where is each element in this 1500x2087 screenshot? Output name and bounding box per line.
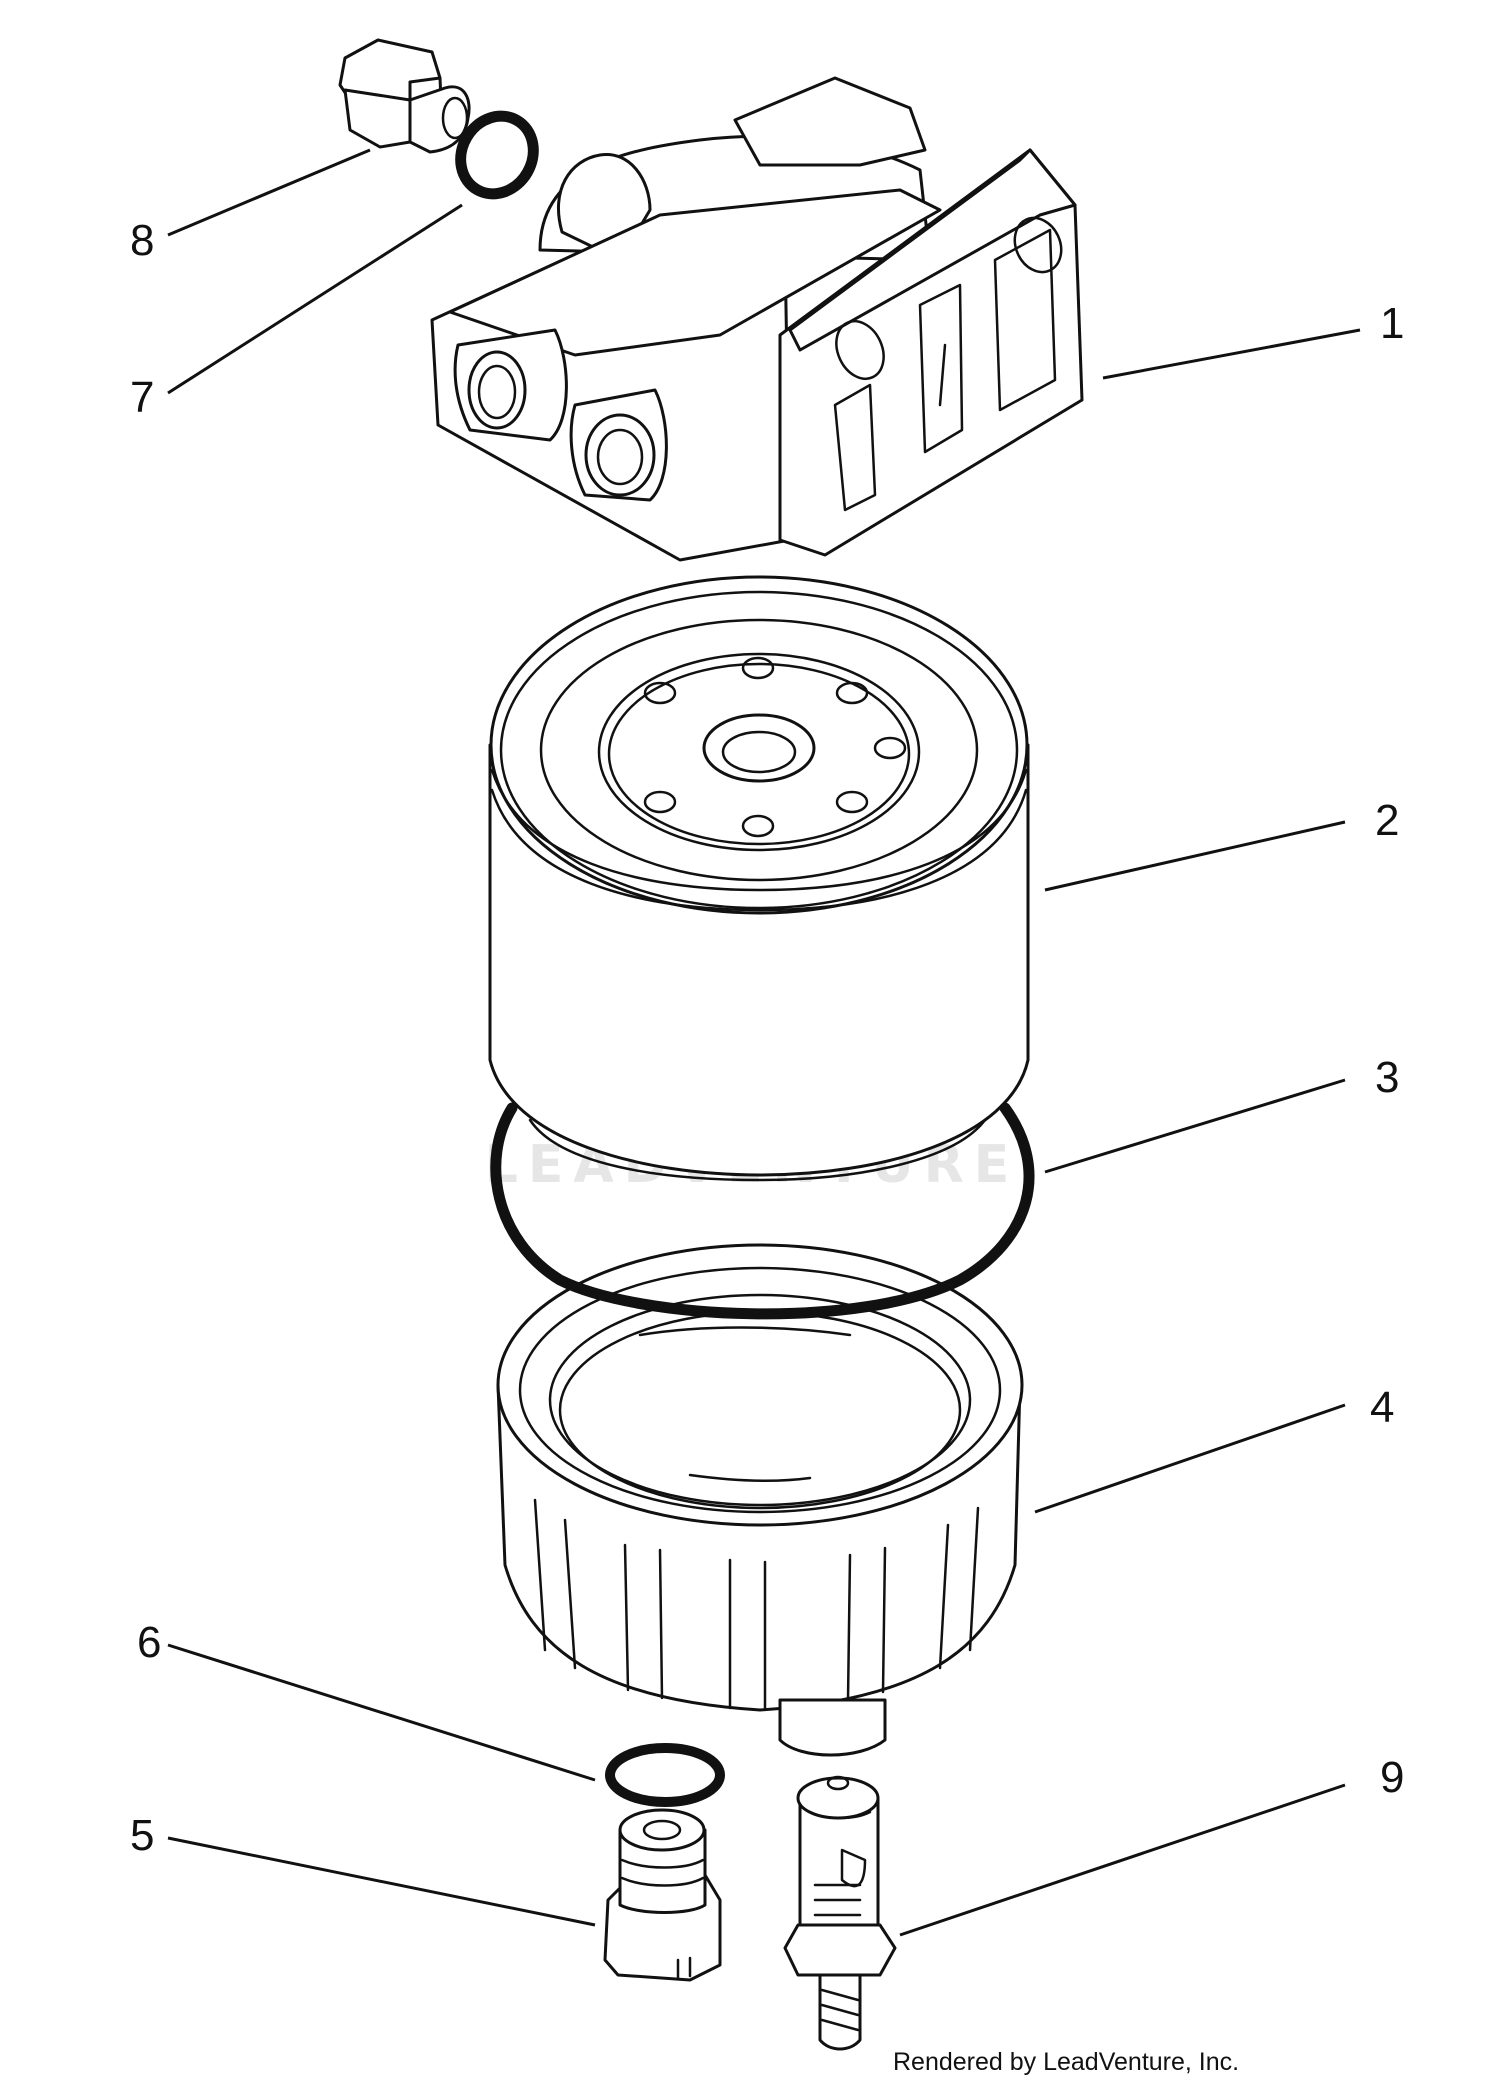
part-8-fitting bbox=[338, 38, 471, 154]
part-9-drain-valve bbox=[783, 1775, 897, 2051]
leader-line-5 bbox=[167, 1836, 596, 1927]
callout-1: 1 bbox=[1380, 299, 1404, 348]
leader-lines bbox=[167, 148, 1361, 1937]
leader-line-4 bbox=[1034, 1403, 1346, 1514]
leader-line-9 bbox=[899, 1783, 1346, 1937]
part-4-bowl bbox=[496, 1243, 1024, 1757]
callout-4: 4 bbox=[1370, 1383, 1394, 1432]
callout-3: 3 bbox=[1375, 1053, 1399, 1102]
callout-7: 7 bbox=[130, 373, 154, 422]
callout-8: 8 bbox=[130, 216, 154, 265]
part-1-filter-head bbox=[430, 76, 1084, 562]
callout-9: 9 bbox=[1380, 1753, 1404, 1802]
leader-line-2 bbox=[1044, 820, 1346, 892]
leader-line-7 bbox=[167, 203, 463, 395]
leader-line-8 bbox=[167, 148, 371, 237]
part-2-filter-cartridge bbox=[488, 575, 1030, 1182]
callout-6: 6 bbox=[137, 1618, 161, 1667]
part-6-o-ring bbox=[605, 1743, 725, 1807]
callout-5: 5 bbox=[130, 1811, 154, 1860]
render-credit: Rendered by LeadVenture, Inc. bbox=[893, 2048, 1239, 2076]
leader-line-3 bbox=[1044, 1078, 1346, 1174]
part-7-o-ring bbox=[455, 110, 539, 200]
leader-line-1 bbox=[1102, 328, 1361, 380]
callout-2: 2 bbox=[1375, 796, 1399, 845]
callout-numbers: 1 2 3 4 5 6 7 8 9 bbox=[130, 216, 1404, 1860]
part-5-plug bbox=[603, 1808, 722, 1982]
leader-line-6 bbox=[167, 1643, 596, 1782]
part-3-large-o-ring bbox=[490, 1102, 1035, 1320]
